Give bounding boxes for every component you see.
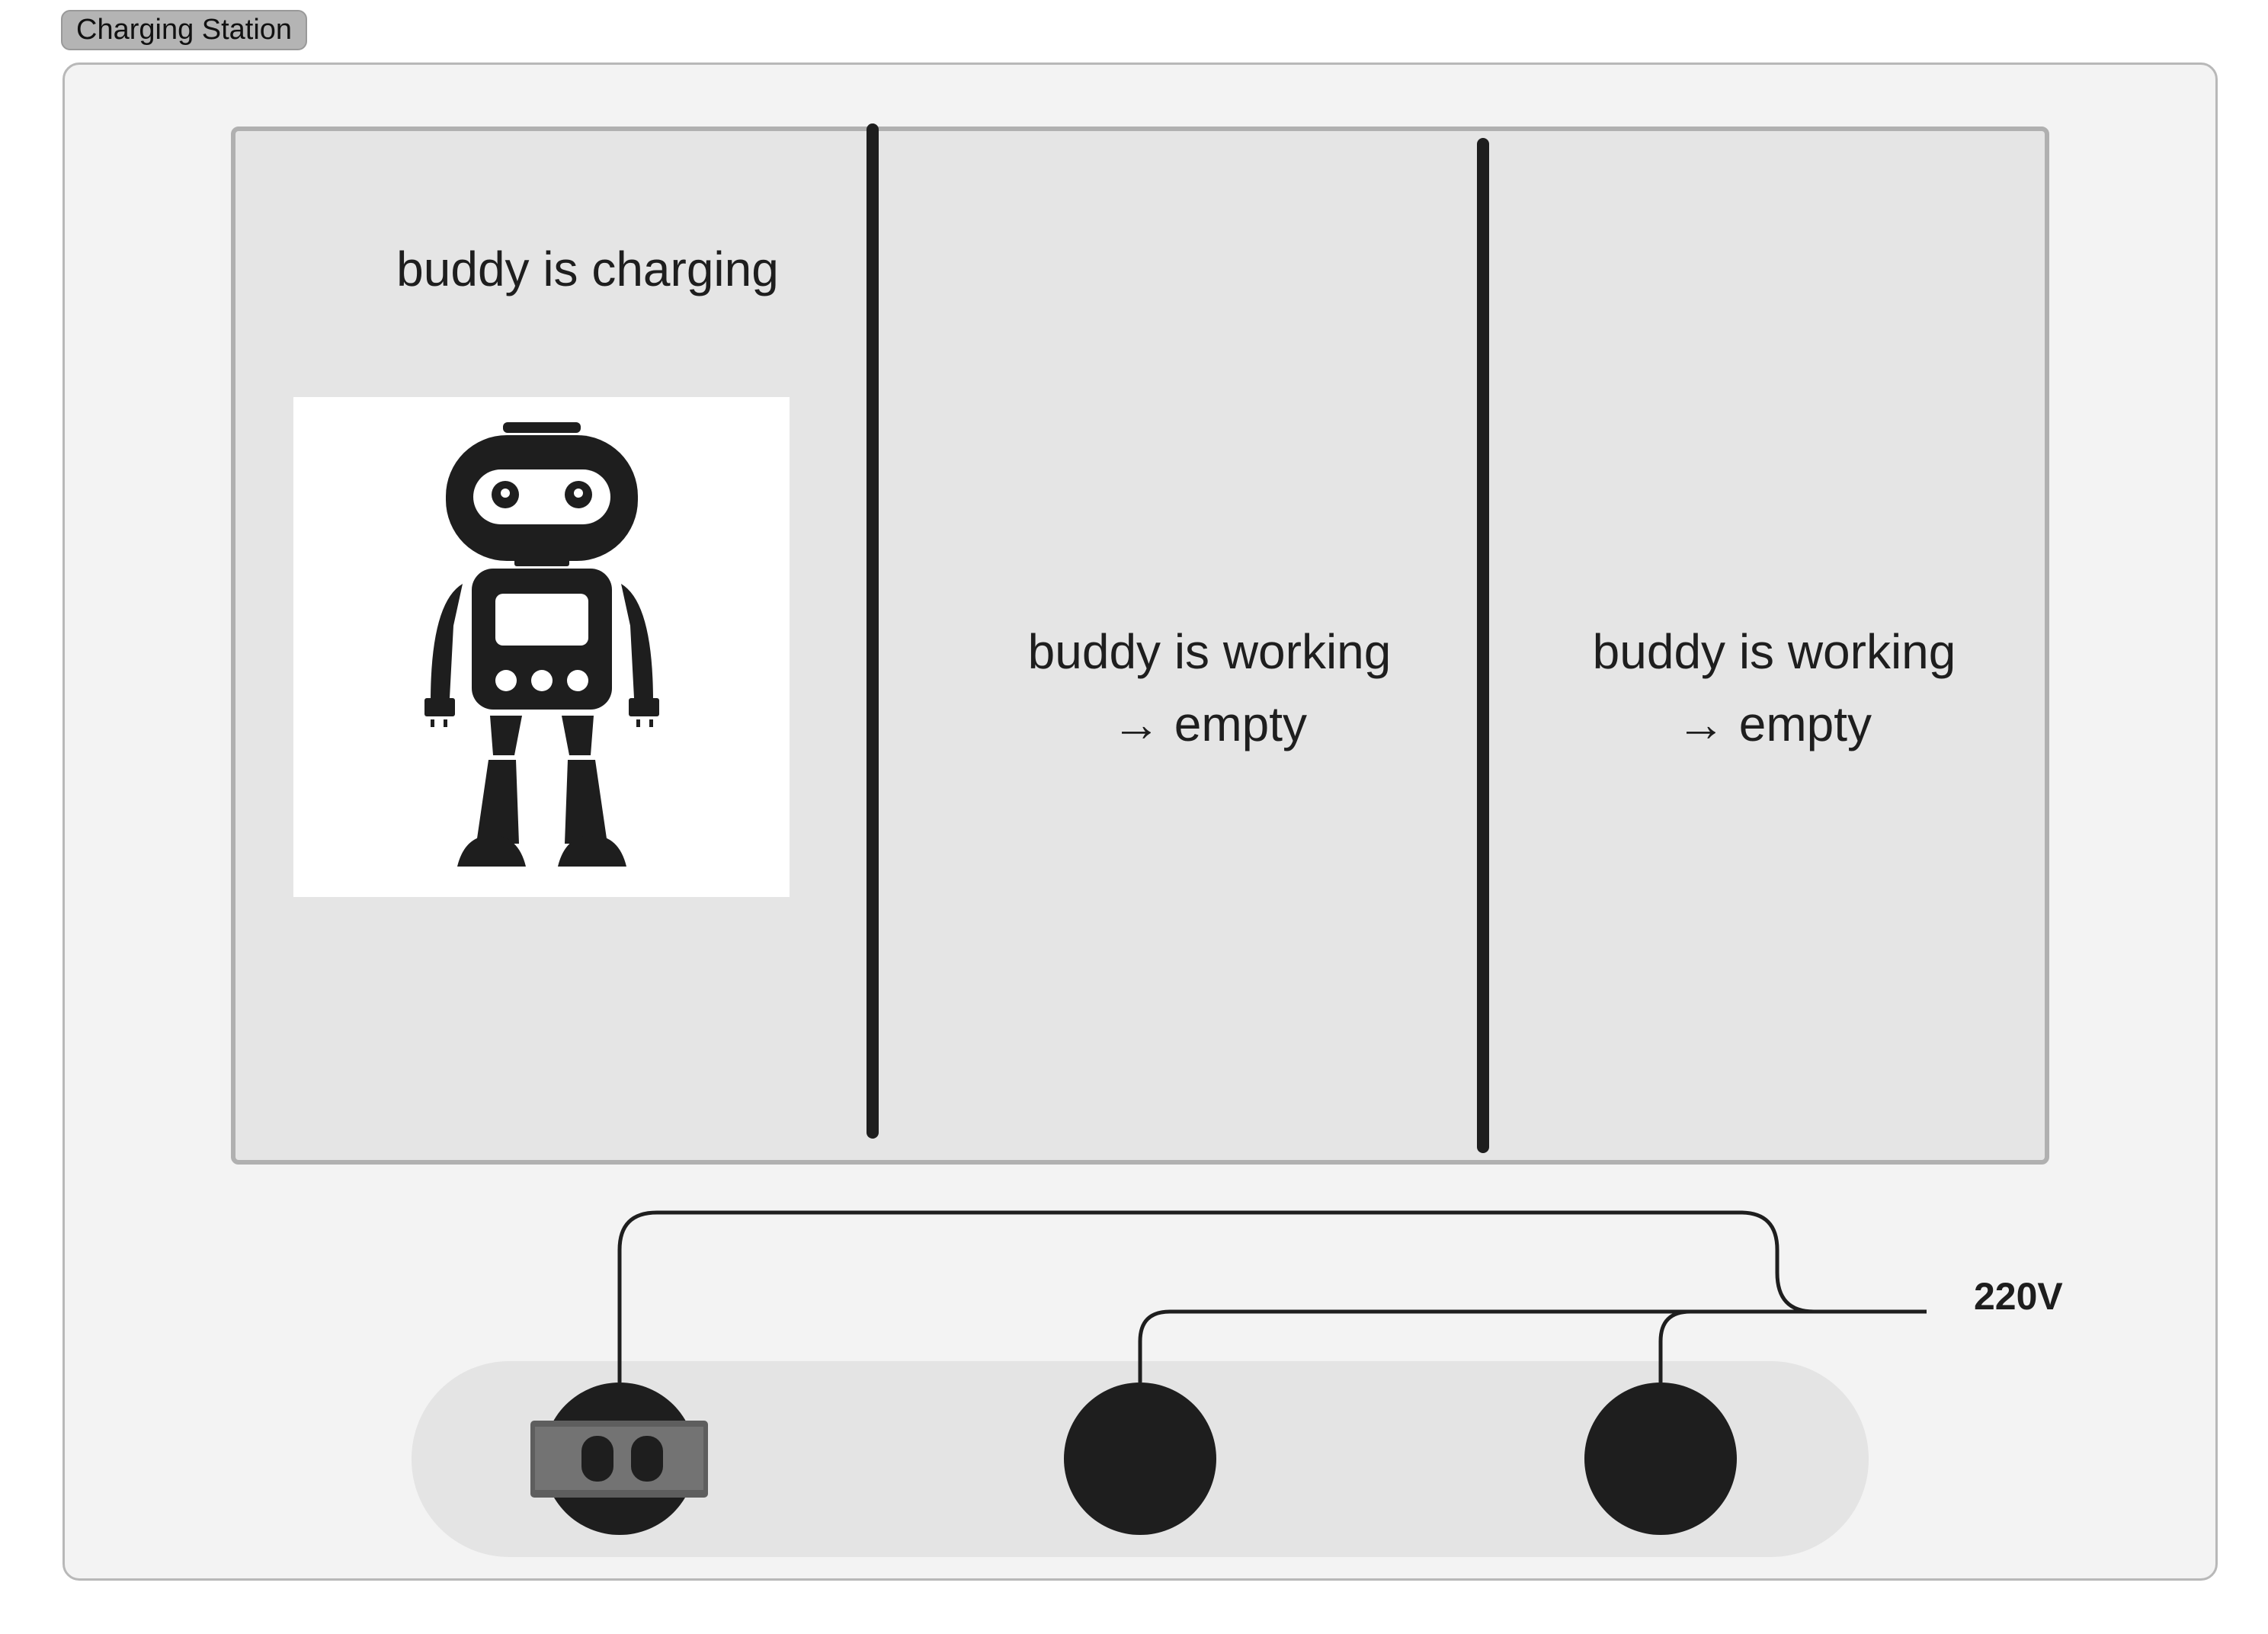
wire-socket-3 xyxy=(1658,1309,1691,1382)
slot-2-status: buddy is working xyxy=(1027,624,1392,679)
socket-2 xyxy=(1064,1382,1216,1535)
robot-icon xyxy=(424,422,659,867)
slot-divider xyxy=(1477,138,1489,1153)
wire-socket-1 xyxy=(617,1210,1815,1382)
station-title-tag: Charging Station xyxy=(61,10,307,50)
slot-2-state: → empty xyxy=(1111,697,1308,751)
robot-image xyxy=(293,397,790,897)
slot-divider xyxy=(867,123,879,1139)
wire-socket-2 xyxy=(1138,1309,1927,1382)
voltage-label: 220V xyxy=(1974,1275,2063,1318)
slot-3-status: buddy is working xyxy=(1592,624,1956,679)
socket-3 xyxy=(1584,1382,1737,1535)
plug-icon xyxy=(530,1421,708,1498)
slot-3-state: → empty xyxy=(1676,697,1872,751)
slot-1-status: buddy is charging xyxy=(396,242,779,296)
